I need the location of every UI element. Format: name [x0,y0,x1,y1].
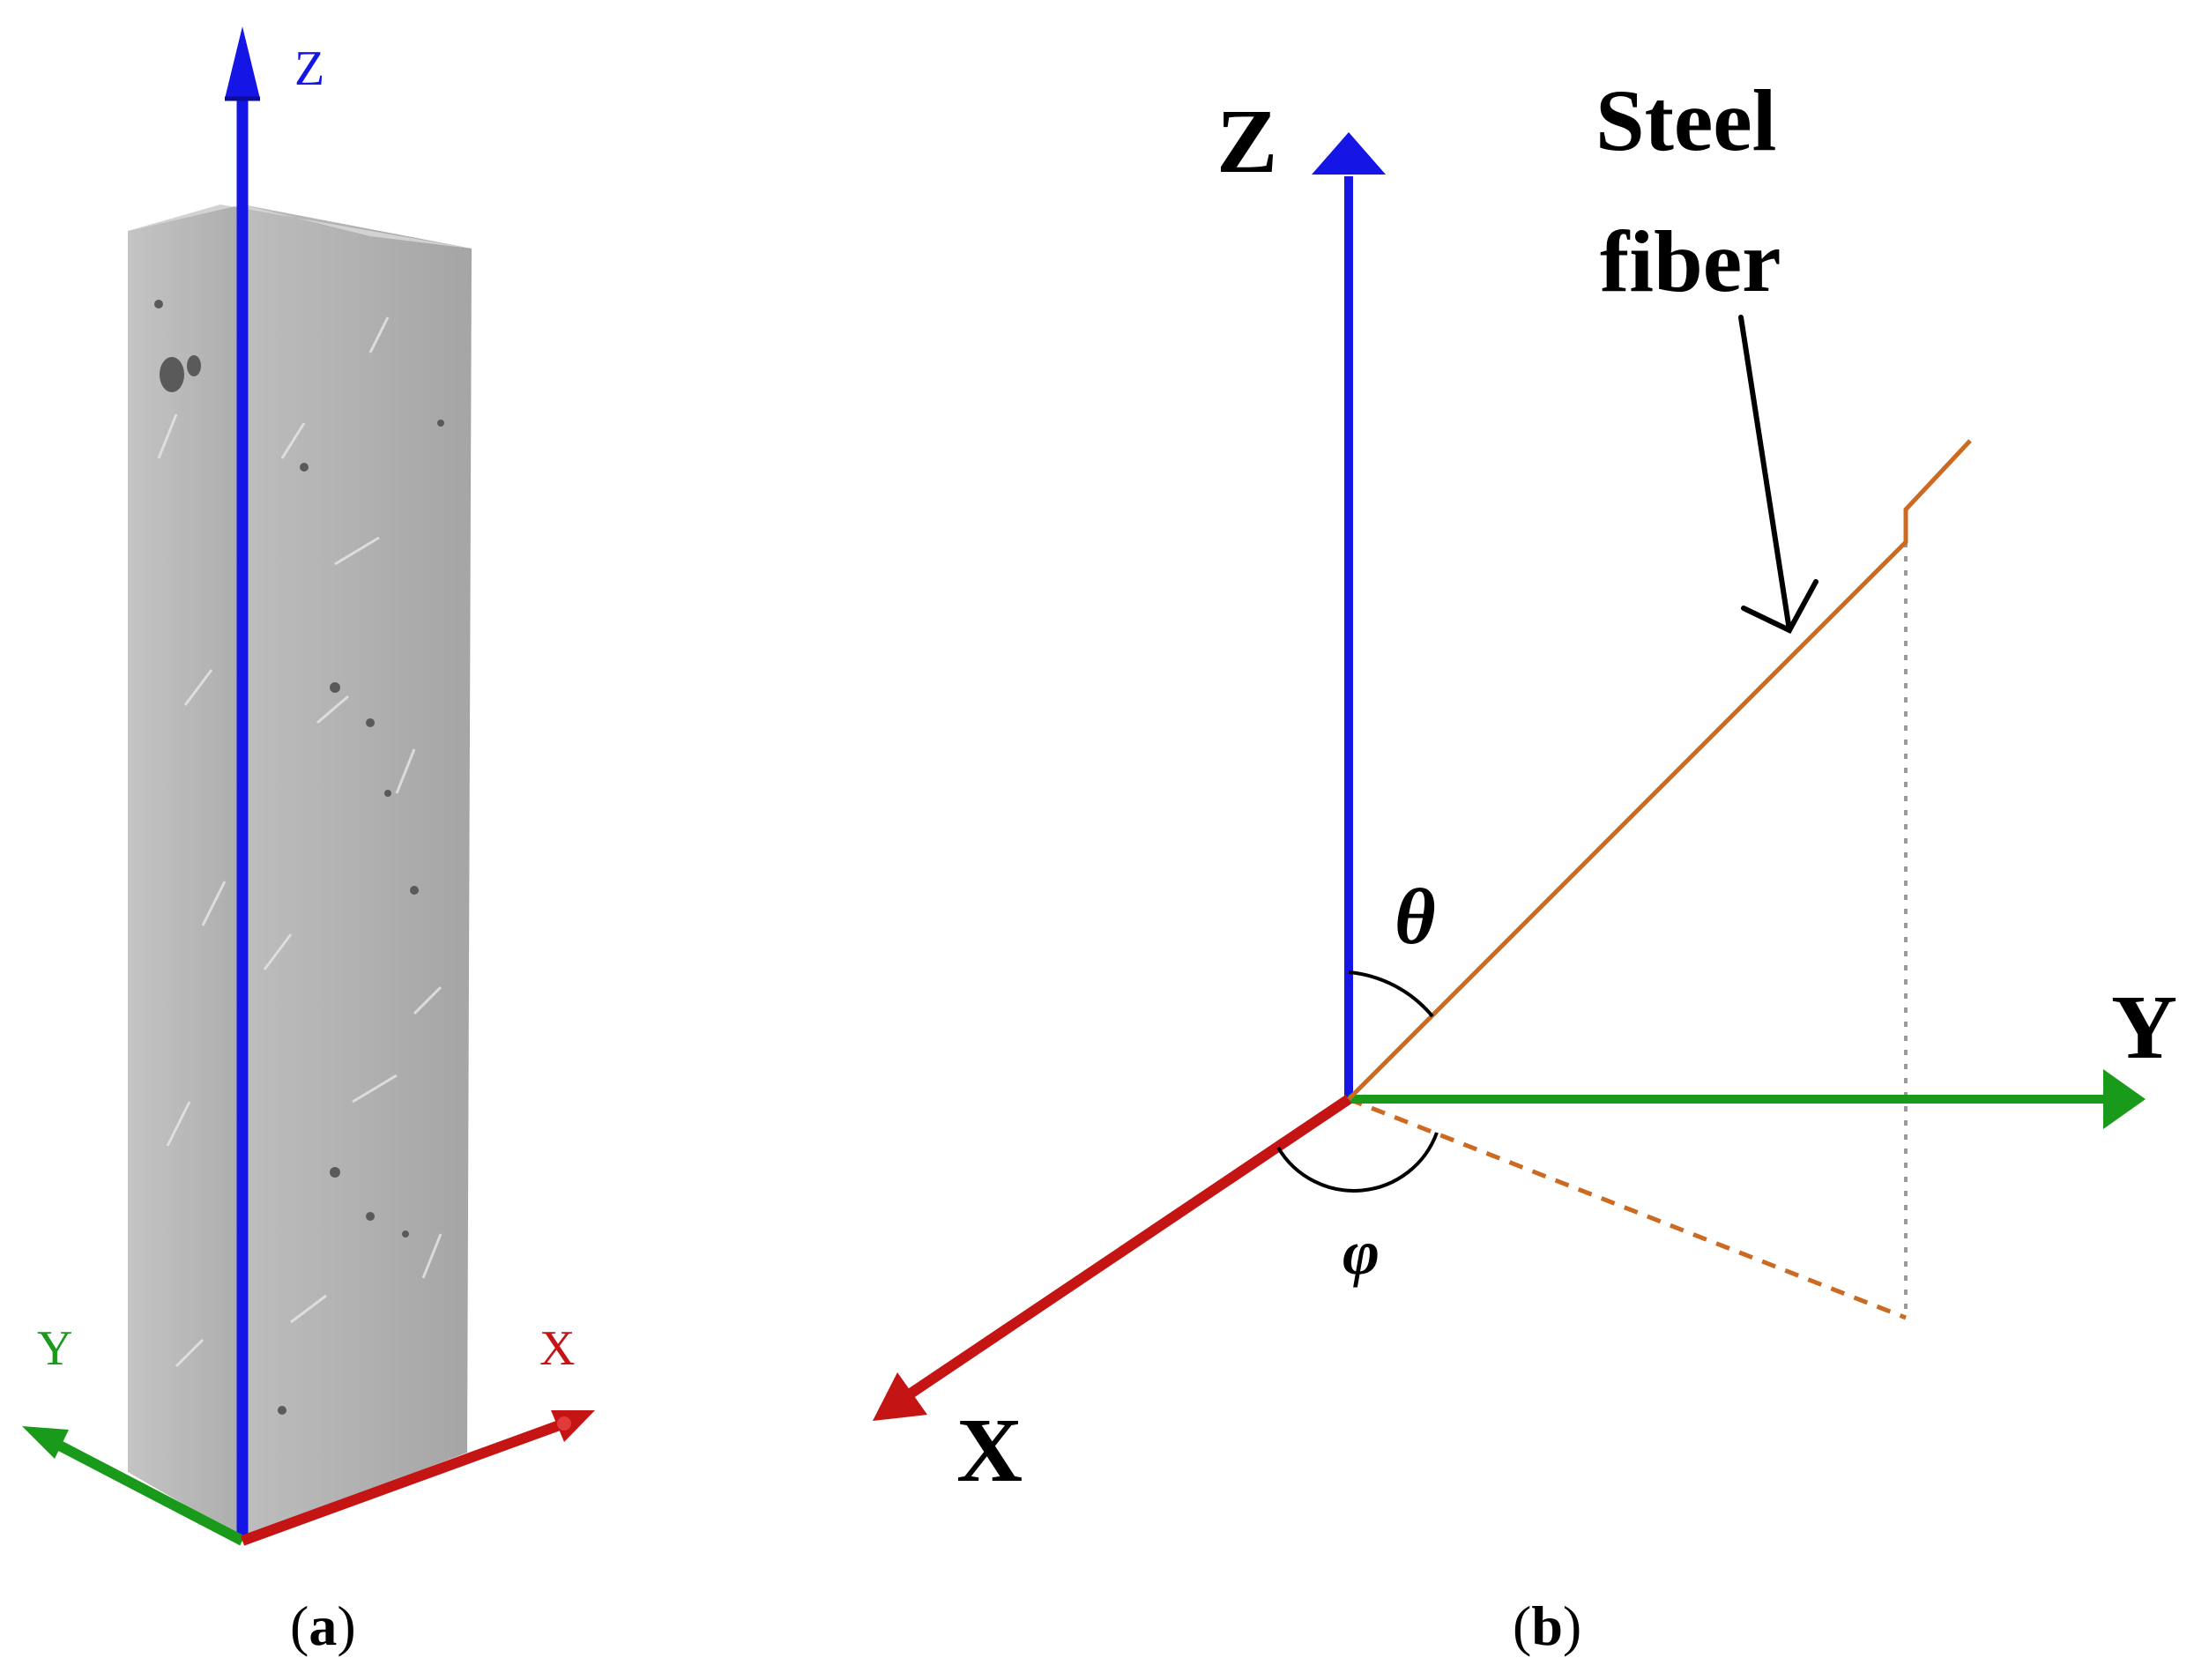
steel-fiber [1347,439,1972,1101]
x-axis-a [240,1410,595,1546]
caption-a: (a) [290,1595,356,1657]
theta-label: θ [1395,873,1436,961]
panel-b: θ φ Z Y X Steel fiber (b) [873,71,2177,1657]
projection-guides [1348,542,1908,1320]
y-label-b: Y [2111,977,2177,1078]
specimen-right-face [242,204,472,1538]
specimen-top-face [128,204,472,249]
z-axis-b [1312,132,1386,1099]
phi-label: φ [1343,1217,1380,1288]
specimen-prism [128,204,472,1538]
phi-arc [1276,1132,1439,1193]
y-axis-a [22,1426,245,1546]
z-label-b: Z [1216,91,1277,192]
caption-b: (b) [1513,1595,1581,1657]
z-axis-a [225,26,260,1541]
fiber-projection-line [1348,1096,1907,1320]
theta-arc [1348,970,1434,1018]
y-label-a: Y [37,1321,72,1376]
steel-fiber-label-line2: fiber [1600,212,1781,310]
steel-fiber-pointer-arrow [1738,315,1819,634]
steel-fiber-label-line1: Steel [1595,71,1776,169]
specimen-texture [157,316,443,1368]
panel-a: Z Y X (a) [22,26,595,1657]
z-label-a: Z [294,41,324,96]
specimen-pores [154,300,444,1415]
x-axis-b [873,1095,1352,1421]
x-label-a: X [539,1321,575,1376]
y-axis-b [1349,1069,2146,1129]
x-label-b: X [956,1400,1023,1501]
specimen-left-face [128,204,242,1538]
